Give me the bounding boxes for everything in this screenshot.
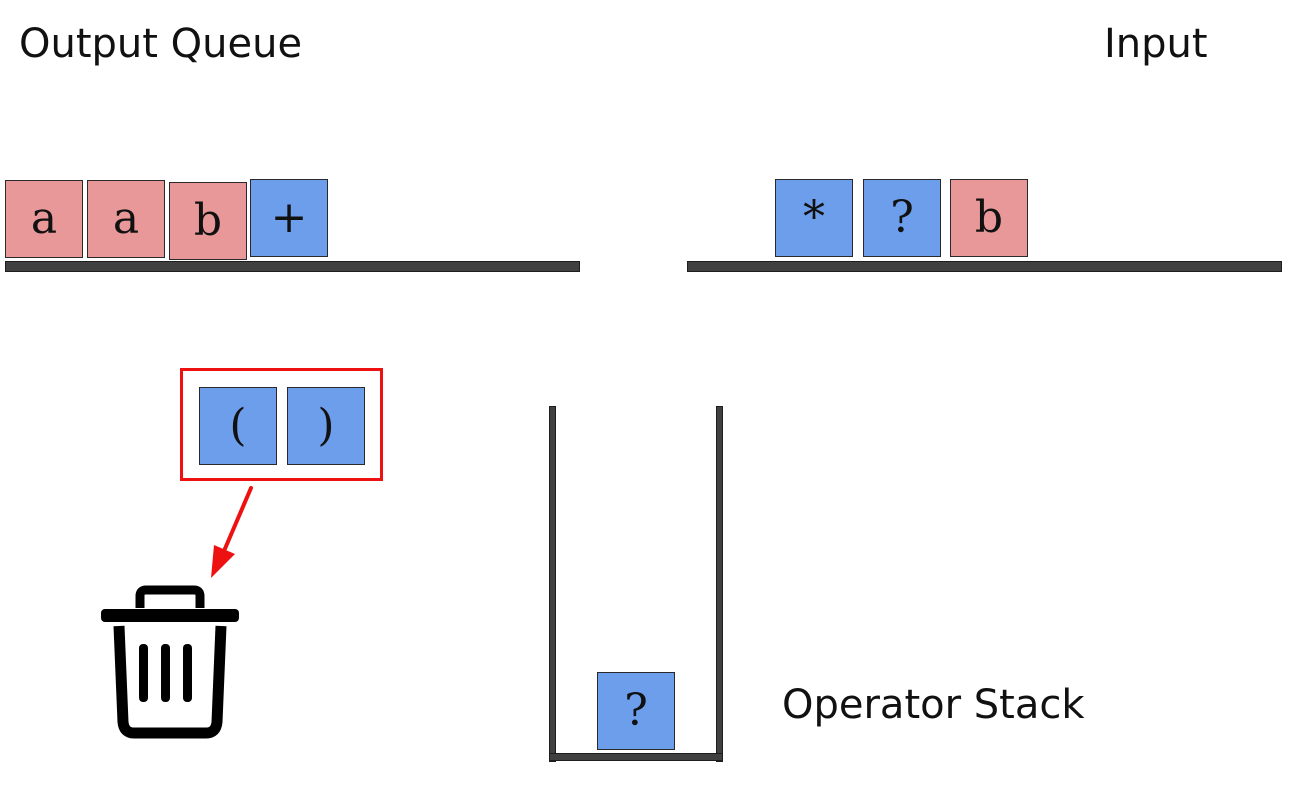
output-token: a: [87, 180, 165, 258]
output-queue-shelf: [5, 261, 580, 272]
output-token: a: [5, 180, 83, 258]
operator-stack-title: Operator Stack: [782, 682, 1085, 728]
stack-bottom: [549, 753, 723, 761]
stack-token: ?: [597, 672, 675, 750]
discarded-token: (: [199, 387, 277, 465]
input-token: *: [775, 179, 853, 257]
input-token: b: [950, 179, 1028, 257]
discard-arrow: [211, 486, 253, 578]
output-queue-title: Output Queue: [19, 21, 303, 67]
input-shelf: [687, 261, 1282, 272]
input-token: ?: [863, 179, 941, 257]
stack-left-wall: [549, 406, 556, 762]
output-token: b: [169, 182, 247, 260]
trash-can-icon: [101, 585, 239, 739]
input-title: Input: [1104, 21, 1208, 67]
output-token: +: [250, 179, 328, 257]
discarded-highlight-box: [180, 368, 383, 481]
discarded-token: ): [287, 387, 365, 465]
stack-right-wall: [716, 406, 723, 762]
